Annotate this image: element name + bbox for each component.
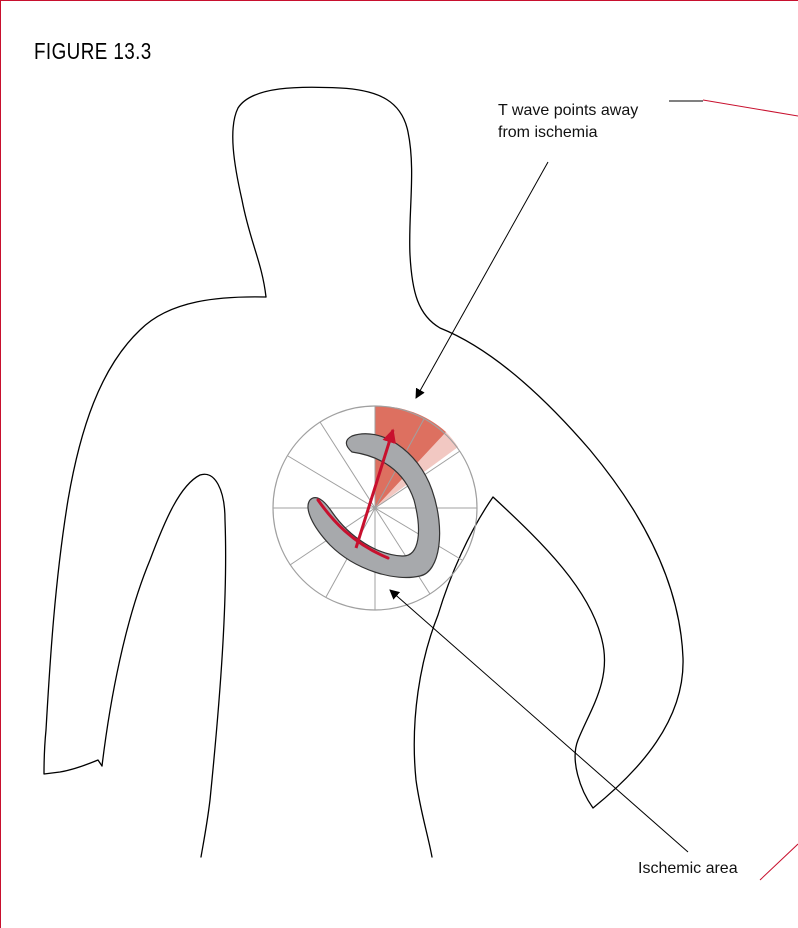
ischemic-area-callout-arrow	[390, 590, 688, 852]
ischemic-area-label: Ischemic area	[638, 858, 738, 880]
body-left-shoulder	[44, 297, 266, 774]
t-wave-label-line-2: from ischemia	[498, 122, 638, 144]
body-left-arm-inner	[102, 474, 226, 857]
body-outline	[233, 87, 683, 857]
t-wave-callout-arrow	[416, 162, 548, 398]
frame-corner-bottom	[760, 844, 798, 880]
frame-corner-top	[703, 100, 798, 116]
t-wave-label-line-1: T wave points away	[498, 100, 638, 122]
t-wave-label: T wave points away from ischemia	[498, 100, 638, 144]
